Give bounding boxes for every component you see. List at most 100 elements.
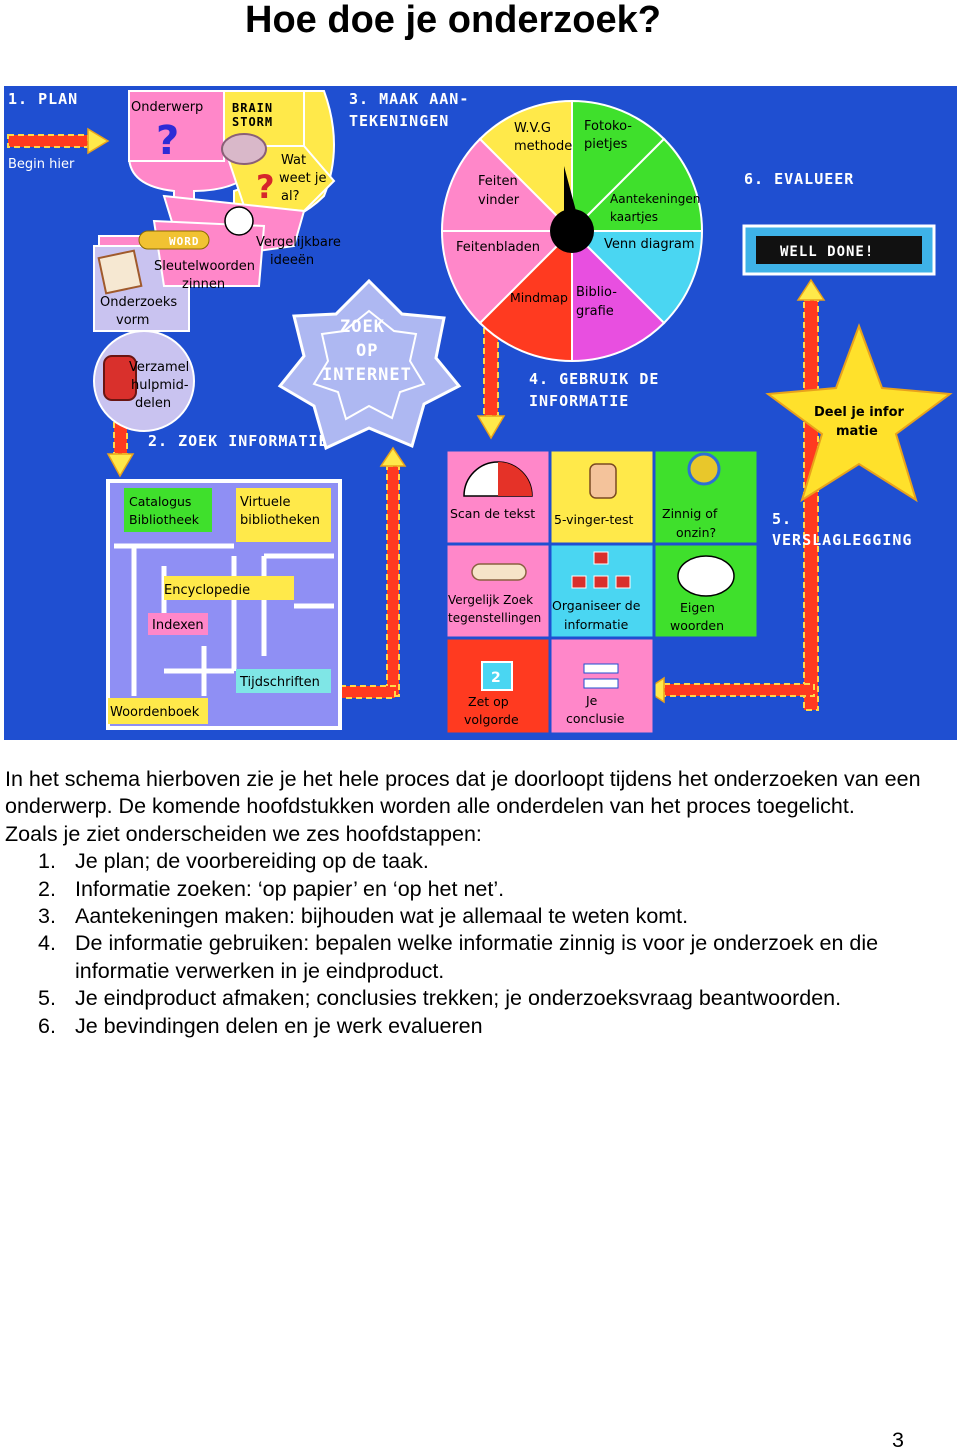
plan-sleutel-2: zinnen [182, 277, 225, 292]
bone-icon [471, 563, 527, 581]
puzzle-badge: 2 [491, 670, 501, 686]
puzzle-icon [481, 661, 513, 691]
maze-tijdschriften: Tijdschriften [239, 675, 320, 690]
wheel-biblio-2: grafie [576, 304, 614, 319]
star-line-1: Deel je infor [814, 405, 905, 420]
list-item-text: Je plan; de voorbereiding op de taak. [75, 849, 429, 874]
wheel-aant-2: kaartjes [610, 210, 658, 224]
step4-title-1: 4. GEBRUIK DE [529, 370, 659, 388]
step6-title: 6. EVALUEER [744, 170, 854, 188]
brain-icon [221, 133, 267, 165]
internet-line-2: OP [356, 341, 378, 361]
library-maze [106, 479, 342, 730]
wheel-foto-1: Fotoko- [584, 119, 632, 134]
grid-volgorde-1: Zet op [468, 694, 509, 709]
maze-catalogus-1: Catalogus [129, 494, 191, 509]
plan-verzamel-3: delen [135, 396, 171, 411]
list-item-number: 6. [38, 1013, 56, 1038]
grid-eigen-2: woorden [670, 618, 724, 633]
list-item-text: De informatie gebruiken: bepalen welke i… [75, 931, 879, 983]
wheel-feitenbladen: Feitenbladen [456, 240, 540, 255]
plan-onderwerp: Onderwerp [131, 100, 203, 115]
thumbs-up-icon [589, 463, 617, 499]
step2-title: 2. ZOEK INFORMATIE [148, 432, 329, 450]
list-item-text: Je bevindingen delen en je werk evaluere… [75, 1013, 483, 1038]
grid-organiseer-1: Organiseer de [552, 598, 641, 613]
page-title: Hoe doe je onderzoek? [245, 0, 661, 41]
grid-zinnig-1: Zinnig of [662, 506, 718, 521]
wheel-aant-1: Aantekeningen [610, 192, 700, 206]
list-item-text: Je eindproduct afmaken; conclusies trekk… [75, 986, 842, 1011]
list-item-text: Aantekeningen maken: bijhouden wat je al… [75, 904, 689, 929]
step3-title-2: TEKENINGEN [349, 112, 449, 130]
body-text: In het schema hierboven zie je het hele … [5, 766, 945, 1040]
internet-line-3: INTERNET [322, 365, 412, 385]
wheel-wvg-1: W.V.G [514, 121, 551, 136]
list-item: 5. Je eindproduct afmaken; conclusies tre… [5, 985, 945, 1012]
wheel-feiten-1: Feiten [478, 174, 518, 189]
well-done-text: WELL DONE! [780, 244, 874, 260]
grid-zinnig-2: onzin? [676, 525, 716, 540]
wheel-mindmap: Mindmap [510, 290, 568, 305]
maze-encyclopedie: Encyclopedie [164, 583, 250, 598]
list-item-number: 1. [38, 849, 56, 874]
star-line-2: matie [836, 424, 878, 439]
plan-brainstorm-1: BRAIN [232, 101, 273, 115]
plan-vorm-2: vorm [116, 313, 149, 328]
wheel-biblio-1: Biblio- [576, 285, 617, 300]
use-grid [444, 448, 760, 736]
maze-virtuele-1: Virtuele [240, 495, 291, 510]
grid-conclusie-1: Je [585, 693, 598, 708]
ribbon-icon [687, 452, 721, 486]
maze-catalogus-2: Bibliotheek [129, 512, 200, 527]
list-item-text: Informatie zoeken: ‘op papier’ en ‘op he… [75, 876, 505, 901]
notes-wheel [440, 99, 704, 363]
maze-indexen: Indexen [152, 618, 204, 633]
path-arrows [87, 127, 826, 704]
grid-vinger: 5-vinger-test [554, 512, 633, 527]
speech-bubble-icon [677, 555, 735, 597]
question-mark-icon: ? [156, 118, 179, 164]
plan-vergelijk-1: Vergelijkbare [256, 235, 341, 250]
main-steps-list: 1.Je plan; de voorbereiding op de taak. … [5, 848, 945, 1040]
maze-woordenboek: Woordenboek [110, 705, 200, 720]
internet-line-1: ZOEK [340, 317, 385, 337]
grid-volgorde-2: volgorde [464, 712, 519, 727]
grid-scan: Scan de tekst [450, 506, 535, 521]
wheel-foto-2: pietjes [584, 137, 628, 152]
key-icon [138, 230, 210, 250]
step4-title-2: INFORMATIE [529, 392, 629, 410]
research-process-diagram: 1. PLAN Begin hier Onderwerp ? BRAIN STO… [4, 86, 957, 740]
plan-brainstorm-2: STORM [232, 115, 273, 129]
equals-icon [583, 663, 619, 689]
backpack-icon [103, 355, 137, 401]
list-item-number: 5. [38, 986, 56, 1011]
step5-title-2: VERSLAGLEGGING [772, 531, 912, 549]
grid-organiseer-2: informatie [564, 617, 629, 632]
list-item: 4.De informatie gebruiken: bepalen welke… [5, 930, 945, 985]
lead-paragraph: Zoals je ziet onderscheiden we zes hoofd… [5, 821, 482, 846]
gauge-fill [498, 462, 532, 496]
grid-conclusie-2: conclusie [566, 711, 625, 726]
share-star [765, 323, 953, 503]
step3-title-1: 3. MAAK AAN- [349, 90, 469, 108]
question-mark-icon-2: ? [256, 168, 275, 206]
wheel-needle [564, 166, 580, 226]
start-label: Begin hier [8, 157, 75, 172]
plan-wat-weet-1: Wat [281, 153, 306, 168]
wheel-venn: Venn diagram [604, 237, 695, 252]
wheel-feiten-2: vinder [478, 193, 520, 208]
maze-virtuele-2: bibliotheken [240, 513, 320, 528]
list-item: 6. Je bevindingen delen en je werk evalue… [5, 1013, 945, 1040]
list-item-number: 2. [38, 876, 56, 901]
wheel-wvg-2: methode [514, 139, 572, 154]
grid-eigen-1: Eigen [680, 600, 715, 615]
org-chart-icon [571, 551, 631, 589]
grid-vergelijk-1: Vergelijk Zoek [448, 593, 533, 607]
internet-web [277, 278, 462, 451]
list-item: 1. Je plan; de voorbereiding op de taak. [5, 848, 945, 875]
step1-title: 1. PLAN [8, 90, 78, 108]
list-item: 2. Informatie zoeken: ‘op papier’ en ‘op … [5, 876, 945, 903]
intro-paragraph: In het schema hierboven zie je het hele … [5, 767, 921, 819]
scroll-icon [97, 249, 143, 295]
